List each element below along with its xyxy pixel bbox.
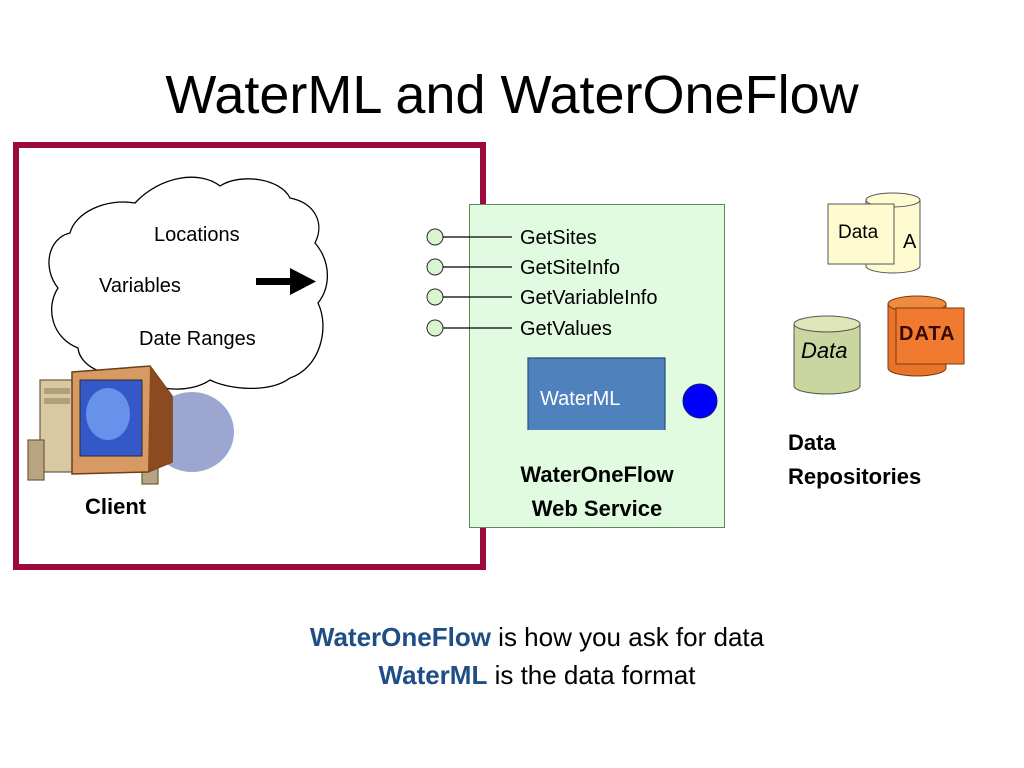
client-label: Client [85,494,147,519]
web-service-label-line1: WaterOneFlow [520,462,674,487]
database-icon-3: Data [793,315,861,395]
method-getvalues: GetValues [520,318,612,340]
method-getsiteinfo: GetSiteInfo [520,257,620,279]
data-repositories-icons: A Data DATA Data [793,192,965,395]
cloud-item-locations: Locations [154,224,240,246]
database-label-a: A [903,231,917,253]
database-label-data-3: Data [801,338,847,363]
database-label-data-1: Data [838,222,879,243]
web-service-label-line2: Web Service [531,496,663,521]
caption: WaterOneFlow is how you ask for data Wat… [0,618,1024,694]
arrow-right-icon [256,268,316,295]
web-service-label: WaterOneFlow Web Service [469,458,725,526]
repositories-label-line1: Data [788,430,836,455]
computer-icon [27,365,234,485]
service-diagram: GetSites GetSiteInfo GetVariableInfo Get… [426,227,718,430]
caption-keyword-waterml: WaterML [378,660,488,690]
repositories-label: Data Repositories [788,426,921,494]
database-icon-1: A Data [827,192,921,274]
cloud-item-variables: Variables [99,275,181,297]
caption-line2-text: is the data format [487,660,696,690]
cloud-outline [48,176,328,390]
caption-line1: WaterOneFlow is how you ask for data [0,618,1024,656]
caption-line1-text: is how you ask for data [490,622,765,652]
waterml-document-icon [527,357,666,430]
method-getvariableinfo: GetVariableInfo [520,287,658,309]
endpoint-dot-icon [682,383,718,419]
method-getsites: GetSites [520,227,597,249]
request-cloud: Locations Variables Date Ranges [48,176,328,390]
database-icon-2: DATA [887,295,965,377]
database-label-data-2: DATA [899,323,956,345]
page-title: WaterML and WaterOneFlow [165,65,859,125]
caption-line2: WaterML is the data format [0,656,1024,694]
caption-keyword-wateroneflow: WaterOneFlow [309,622,491,652]
waterml-document-label: WaterML [540,388,621,410]
method-connector-getvalues [426,319,512,337]
method-connector-getsiteinfo [426,258,512,276]
method-connector-getsites [426,228,512,246]
method-connector-getvariableinfo [426,288,512,306]
cloud-item-date-ranges: Date Ranges [139,328,256,350]
repositories-label-line2: Repositories [788,464,922,489]
